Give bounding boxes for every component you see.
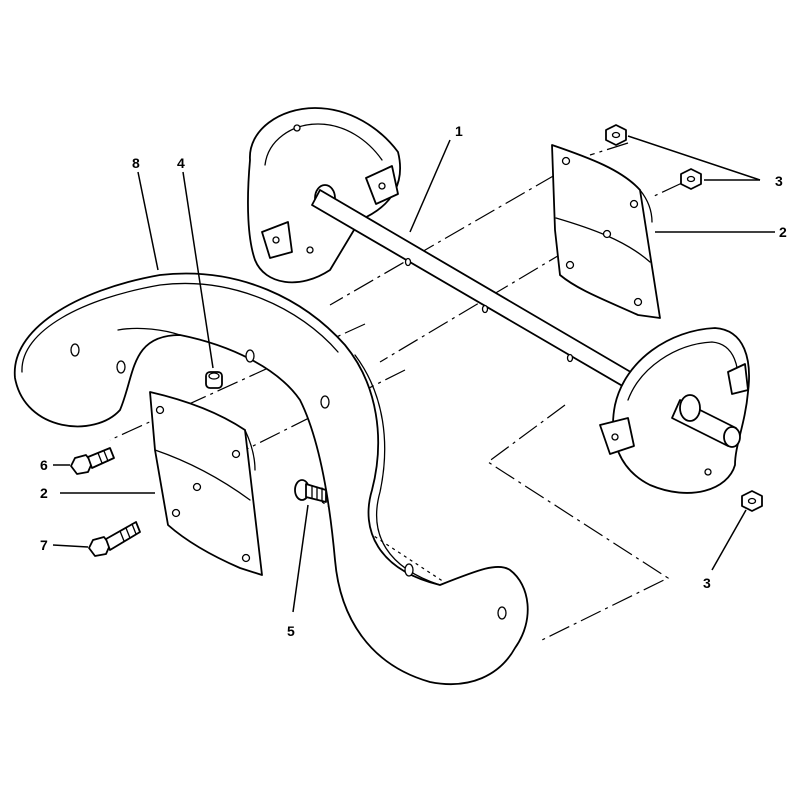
auger-flight-thickness-edge <box>354 354 441 586</box>
shaft-hole-2 <box>481 304 489 314</box>
callout-3-top: 3 <box>775 173 783 189</box>
hex-bolt-short <box>70 447 115 475</box>
right-hub-collar <box>679 394 701 422</box>
right-hub-rivet <box>704 468 712 476</box>
auger-flight <box>14 272 529 686</box>
paddle-right-edge <box>639 189 653 223</box>
hex-bolt-short-thread <box>97 450 109 464</box>
hex-bolt-long-shank <box>105 521 141 551</box>
right-hub-tab-top <box>727 363 749 395</box>
carriage-bolt-shank <box>305 483 327 503</box>
flight-hole-5 <box>404 563 414 577</box>
paddle-left-edge <box>244 429 256 471</box>
callout-4: 4 <box>177 155 185 171</box>
callout-7: 7 <box>40 537 48 553</box>
paddle-right-hole-3 <box>602 229 612 239</box>
auger-flight-inner-edge <box>21 282 339 373</box>
centerline-upper-paddle <box>329 174 556 306</box>
left-hub-rivet-1 <box>293 124 301 132</box>
hex-bolt-short-head <box>70 454 93 475</box>
paddle-left-hole-1 <box>155 405 165 415</box>
nuts-upper <box>605 124 702 190</box>
callout-5: 5 <box>287 623 295 639</box>
output-shaft-end <box>723 426 741 448</box>
centerline-nut-b <box>651 182 683 198</box>
paddle-right-hole-4 <box>565 260 575 270</box>
left-hub-bolt-hole-2 <box>272 236 280 244</box>
flight-hole-4 <box>320 395 330 409</box>
hex-bolt-short-shank <box>87 447 115 469</box>
paddle-right-hole-5 <box>633 297 643 307</box>
left-hub-rivet-2 <box>306 246 314 254</box>
flight-hole-3 <box>245 349 255 363</box>
hex-bolt-long <box>88 521 141 557</box>
callout-1: 1 <box>455 123 463 139</box>
paddle-left <box>149 391 263 576</box>
carriage-bolt <box>294 479 327 503</box>
paddle-left-plate <box>149 391 263 576</box>
callout-6: 6 <box>40 457 48 473</box>
centerline-left-lower <box>234 369 406 456</box>
paddle-left-hole-3 <box>192 482 202 492</box>
leader-3-top-a <box>627 135 761 181</box>
paddle-right-hole-2 <box>629 199 639 209</box>
paddle-left-hole-5 <box>241 553 251 563</box>
auger-flight-outline <box>14 272 529 686</box>
callout-2-right: 2 <box>779 224 787 240</box>
centerline-nut-a <box>589 142 629 156</box>
callout-leaders <box>52 135 775 613</box>
left-hub-inner-rim <box>264 123 383 166</box>
hex-bolt-long-thread <box>119 523 137 542</box>
shaft-hole-3 <box>566 353 574 363</box>
leader-8 <box>137 171 159 271</box>
leader-4 <box>182 171 214 369</box>
leader-1 <box>409 139 451 233</box>
shaft-hole-1 <box>404 257 412 267</box>
spacer-bore <box>208 372 220 380</box>
hex-bolt-long-head <box>88 536 111 557</box>
nut-upper-a-bore <box>611 131 621 139</box>
paddle-right-hole-1 <box>561 156 571 166</box>
nut-upper-b-bore <box>686 175 696 183</box>
spacer <box>205 371 223 389</box>
callout-3-bottom: 3 <box>703 575 711 591</box>
callout-8: 8 <box>132 155 140 171</box>
flight-hole-2 <box>116 360 126 374</box>
right-impeller-hub <box>599 327 750 494</box>
nut-lower <box>741 490 763 512</box>
nut-lower-bore <box>747 497 757 505</box>
leader-3-bottom <box>711 509 747 571</box>
centerline-bolt-path <box>486 404 670 641</box>
left-hub-bolt-hole-1 <box>378 182 386 190</box>
paddle-left-hole-2 <box>231 449 241 459</box>
carriage-bolt-thread <box>311 485 323 501</box>
leader-5 <box>292 504 309 613</box>
callout-labels: 1 2 2 3 3 4 5 6 7 8 <box>40 123 787 639</box>
callout-2-left: 2 <box>40 485 48 501</box>
right-hub-bolt-hole <box>611 433 619 441</box>
flight-hole-1 <box>70 343 80 357</box>
leader-7 <box>52 544 89 548</box>
flight-hole-6 <box>497 606 507 620</box>
paddle-left-hole-4 <box>171 508 181 518</box>
paddle-left-bend-line <box>154 449 251 501</box>
paddle-right <box>551 144 661 319</box>
auger-flight-fold-line <box>117 327 181 336</box>
